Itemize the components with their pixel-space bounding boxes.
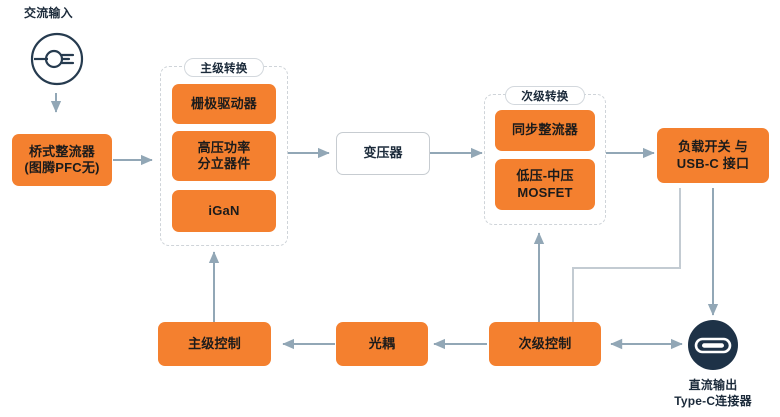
node-lv-mv-mosfet-line2: MOSFET [517,184,573,200]
node-bridge-rectifier[interactable]: 桥式整流器 (图腾PFC无) [12,134,112,186]
node-load-switch-usbc-line2: USB-C 接口 [676,155,750,171]
group-primary-conversion-label: 主级转换 [184,58,264,77]
node-optocoupler[interactable]: 光耦 [336,322,428,366]
node-secondary-control[interactable]: 次级控制 [489,322,601,366]
node-secondary-control-line1: 次级控制 [518,335,572,351]
group-secondary-conversion-label: 次级转换 [505,86,585,105]
node-gate-driver-line1: 栅极驱动器 [190,95,257,111]
node-load-switch-usbc[interactable]: 负载开关 与 USB-C 接口 [657,128,769,183]
node-bridge-rectifier-line2: (图腾PFC无) [24,160,100,175]
node-sync-rectifier[interactable]: 同步整流器 [495,110,595,151]
ac-input-label: 交流输入 [24,6,73,20]
node-sync-rectifier-line1: 同步整流器 [511,122,578,138]
usb-c-connector-caption-line2: Type-C连接器 [674,394,752,409]
node-igan-line1: iGaN [208,202,240,218]
usb-c-connector-caption: 直流输出 Type-C连接器 [648,377,778,409]
node-optocoupler-line1: 光耦 [368,335,396,351]
node-lv-mv-mosfet[interactable]: 低压-中压 MOSFET [495,159,595,210]
node-gate-driver[interactable]: 栅极驱动器 [172,84,276,124]
node-hv-power-discrete[interactable]: 高压功率 分立器件 [172,131,276,181]
node-primary-control-line1: 主级控制 [188,335,241,351]
node-primary-control[interactable]: 主级控制 [158,322,271,366]
node-hv-power-discrete-line2: 分立器件 [197,156,251,171]
node-lv-mv-mosfet-line1: 低压-中压 [516,168,574,184]
node-transformer[interactable]: 变压器 [336,132,430,175]
usb-c-connector-icon [685,317,741,378]
node-bridge-rectifier-line1: 桥式整流器 [28,143,95,159]
node-load-switch-usbc-line1: 负载开关 与 [678,139,748,155]
node-hv-power-discrete-line1: 高压功率 [197,139,251,155]
ac-plug-icon [26,28,88,95]
usb-c-connector-caption-line1: 直流输出 [688,378,738,392]
node-transformer-line1: 变压器 [363,145,403,161]
node-igan[interactable]: iGaN [172,190,276,232]
